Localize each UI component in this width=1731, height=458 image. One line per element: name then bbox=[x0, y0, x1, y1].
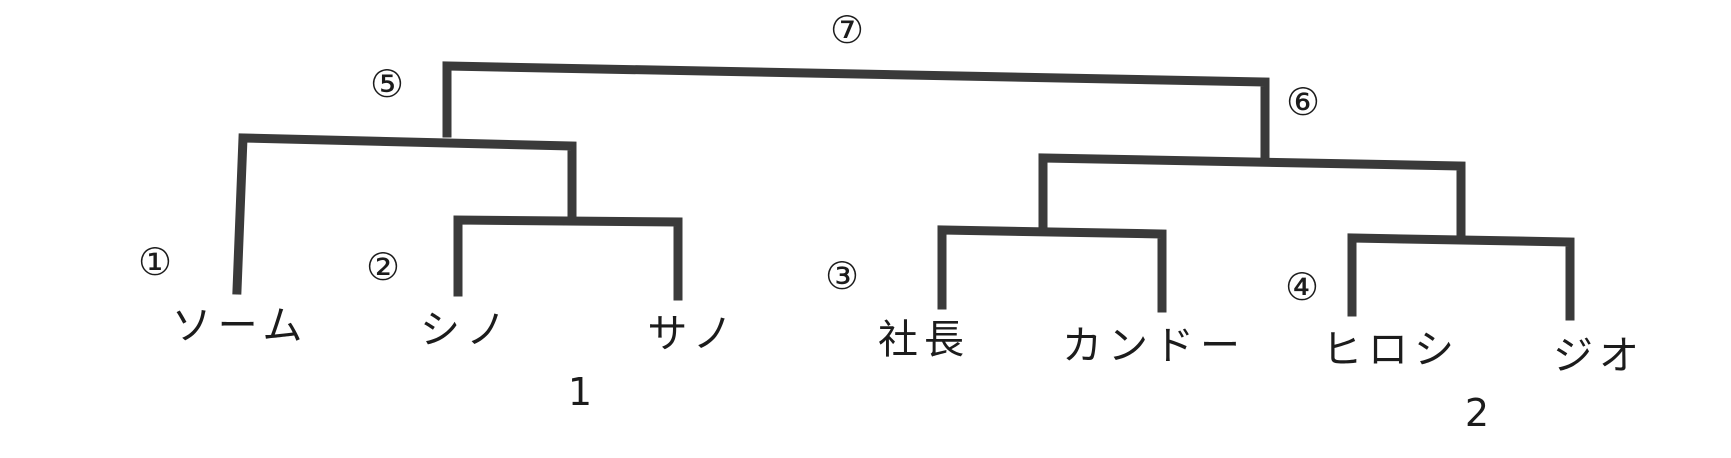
bracket-match-3 bbox=[937, 225, 1167, 313]
match-number-7: ⑦ bbox=[829, 8, 865, 52]
player-name-shino: シノ bbox=[420, 307, 512, 353]
player-name-shacho: 社長 bbox=[878, 317, 970, 363]
bracket-match-4 bbox=[1347, 233, 1575, 321]
match-number-5: ⑤ bbox=[369, 62, 405, 106]
match-number-6: ⑥ bbox=[1285, 80, 1321, 124]
bracket-match-6 bbox=[1038, 153, 1466, 243]
player-name-jio: ジオ bbox=[1553, 333, 1645, 379]
player-name-hiroshi: ヒロシ bbox=[1322, 327, 1460, 373]
bracket-shino-sano bbox=[453, 215, 683, 301]
group-number-2: 2 bbox=[1464, 391, 1490, 435]
player-name-kando: カンドー bbox=[1062, 323, 1246, 369]
player-name-sano: サノ bbox=[647, 311, 739, 357]
match-number-3: ③ bbox=[824, 254, 860, 298]
bracket-final bbox=[442, 61, 1270, 163]
match-number-2: ② bbox=[365, 245, 401, 289]
group-number-1: 1 bbox=[567, 370, 593, 414]
player-name-soumu: ソーム bbox=[171, 303, 309, 349]
match-number-4: ④ bbox=[1284, 265, 1320, 309]
match-number-1: ① bbox=[137, 240, 173, 284]
bracket-match-5 bbox=[232, 133, 577, 295]
